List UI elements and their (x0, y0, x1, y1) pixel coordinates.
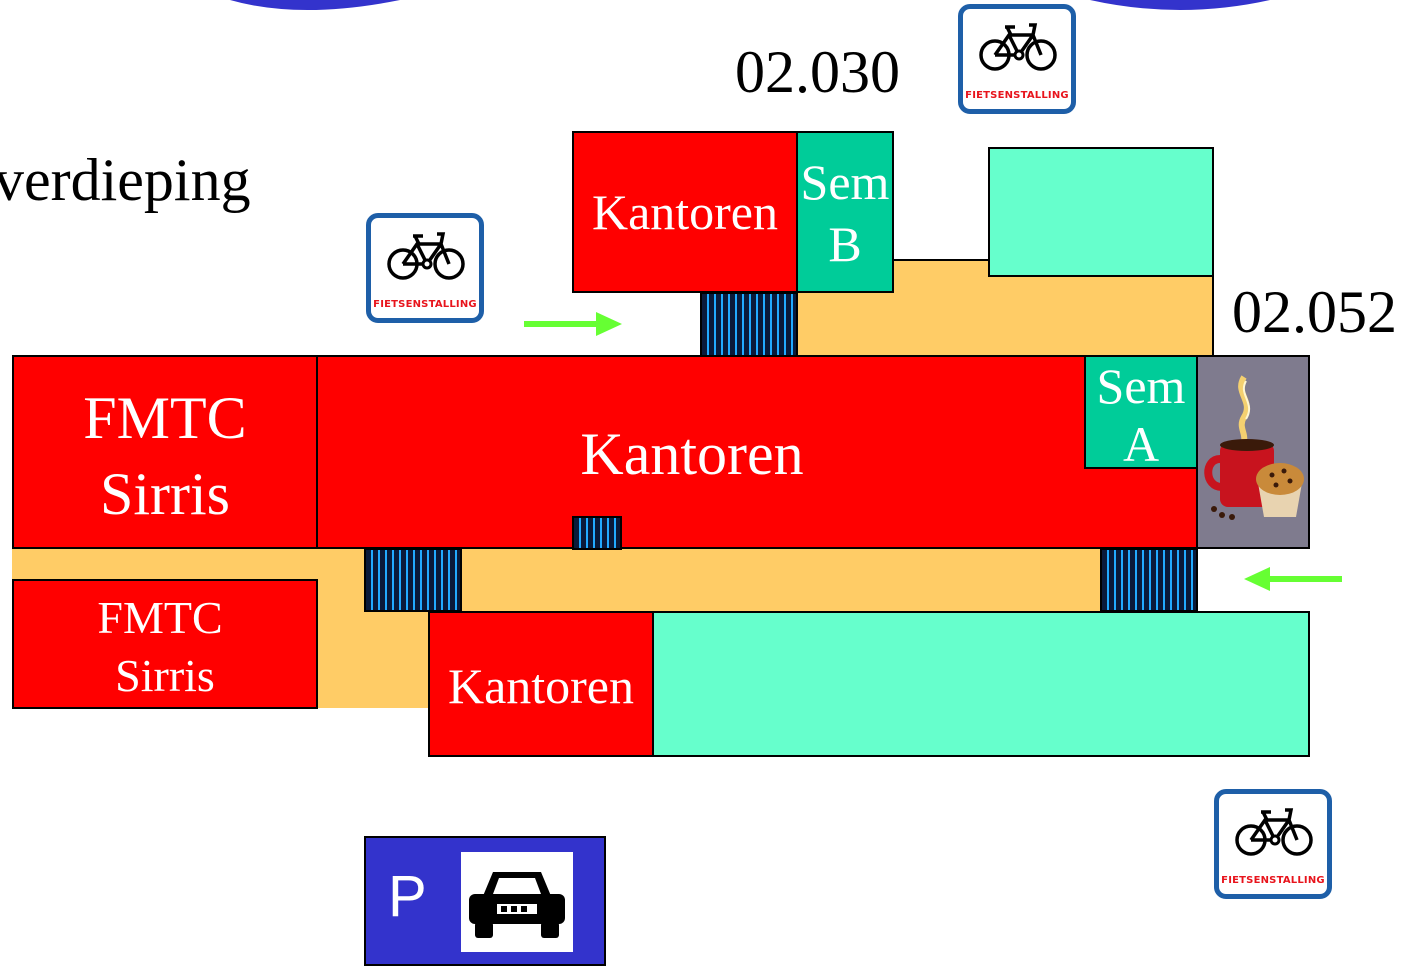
corridor-outline-top (892, 259, 988, 261)
room-kantoren-bottom[interactable]: Kantoren (428, 611, 654, 757)
room-kantoren-top[interactable]: Kantoren (572, 131, 798, 293)
corridor-outline-right (1212, 260, 1214, 358)
top-decoration (230, 0, 1270, 10)
room-label: Kantoren (591, 184, 779, 240)
room-number-right: 02.052 (1232, 279, 1397, 345)
parking-label: P (388, 864, 427, 929)
stairs-top (700, 292, 798, 358)
stairs-small (572, 516, 622, 550)
room-label-line2: Sirris (115, 650, 215, 701)
room-open-area-bottom[interactable] (652, 611, 1310, 757)
floor-title: verdieping (0, 147, 251, 213)
bike-parking-sign-bottom-right: FIETSENSTALLING (1214, 789, 1332, 899)
room-fmtc-sirris-lower[interactable]: FMTC Sirris (12, 579, 318, 709)
room-label: Kantoren (447, 658, 635, 714)
room-label-line2: Sirris (99, 461, 231, 527)
arrow-right-icon (524, 312, 622, 336)
car-icon (469, 872, 565, 938)
room-label-line1: Sem (1096, 358, 1186, 414)
room-seminar-b[interactable]: Sem B (796, 131, 894, 293)
bike-parking-sign-top: FIETSENSTALLING (958, 4, 1076, 114)
room-label-line2: A (1122, 416, 1160, 472)
bicycle-icon (387, 232, 465, 280)
room-label-line1: Sem (800, 154, 890, 210)
room-number-top: 02.030 (735, 39, 900, 105)
room-label: Kantoren (580, 421, 804, 487)
room-label-line2: B (828, 216, 862, 272)
room-kantoren-main[interactable]: Kantoren (316, 355, 1198, 549)
bike-parking-sign-left: FIETSENSTALLING (366, 213, 484, 323)
room-seminar-a[interactable]: Sem A (1084, 355, 1198, 472)
bike-sign-caption: FIETSENSTALLING (373, 299, 477, 310)
car-icon-box (461, 852, 573, 952)
bicycle-icon (1235, 808, 1313, 856)
room-label-line1: FMTC (83, 385, 247, 451)
coffee-icon (1204, 375, 1304, 520)
cafe-area[interactable] (1196, 355, 1310, 549)
stairs-corridor-right (1100, 548, 1198, 612)
arrow-left-icon (1244, 567, 1342, 591)
room-fmtc-sirris-upper[interactable]: FMTC Sirris (12, 355, 318, 549)
room-open-area-top[interactable] (988, 147, 1214, 277)
bicycle-icon (979, 23, 1057, 71)
bike-sign-caption: FIETSENSTALLING (1221, 875, 1325, 886)
car-parking-sign: P (364, 836, 606, 966)
stairs-corridor-left (364, 548, 462, 612)
room-label-line1: FMTC (97, 592, 223, 643)
bike-sign-caption: FIETSENSTALLING (965, 90, 1069, 101)
